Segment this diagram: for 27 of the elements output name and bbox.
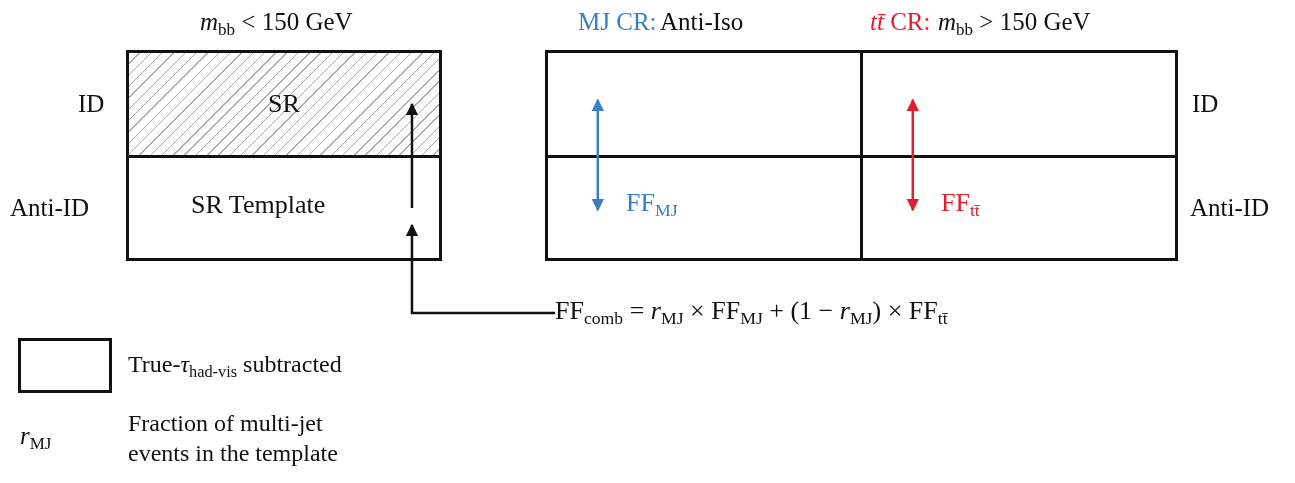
axis-label: m$_{bb}$ < 150 GeV bbox=[200, 7, 353, 41]
region-cell bbox=[126, 155, 442, 261]
axis-label: MJ CR: bbox=[578, 7, 657, 37]
axis-label: Anti-ID bbox=[1190, 193, 1270, 223]
arrow bbox=[405, 223, 555, 315]
hatched-region-cell bbox=[126, 50, 442, 158]
region-cell bbox=[545, 155, 863, 261]
region-cell bbox=[860, 50, 1178, 158]
region-label: SR bbox=[268, 89, 300, 119]
axis-label: m$_{bb}$ > 150 GeV bbox=[938, 7, 1091, 41]
arrow bbox=[405, 102, 419, 208]
axis-label: ID bbox=[1192, 89, 1219, 119]
axis-label: Anti-Iso bbox=[660, 7, 744, 37]
formula-text: FF$_{comb}$ = r$_{MJ}$ × FF$_{MJ}$ + (1 − r$_{MJ}$) × FF$_{tt̄}$ bbox=[555, 296, 948, 330]
arrow bbox=[906, 98, 920, 212]
axis-label: Anti-ID bbox=[10, 193, 90, 223]
region-cell bbox=[545, 50, 863, 158]
region-label: FF$_{tt̄}$ bbox=[941, 188, 980, 222]
axis-label: ID bbox=[78, 89, 105, 119]
arrow bbox=[591, 98, 605, 212]
legend-text: True-τ$_{had-vis}$ subtracted bbox=[128, 350, 342, 383]
region-cell bbox=[860, 155, 1178, 261]
symbol-label: r$_{MJ}$ bbox=[20, 421, 52, 455]
region-label: SR Template bbox=[191, 190, 326, 220]
axis-label: tt̄ CR: bbox=[870, 7, 931, 37]
definition-text: Fraction of multi-jet events in the template bbox=[128, 409, 339, 468]
region-label: FF$_{MJ}$ bbox=[626, 188, 678, 222]
